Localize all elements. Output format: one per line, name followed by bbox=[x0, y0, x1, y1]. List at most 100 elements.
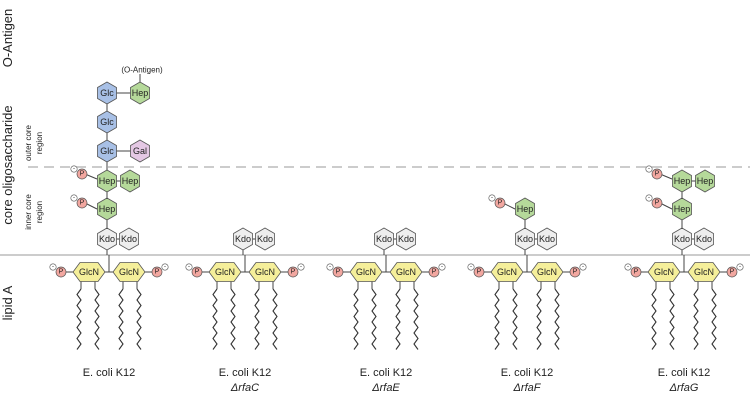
gal-sugar-label: Gal bbox=[133, 146, 147, 156]
fatty-acid-chain bbox=[512, 288, 518, 350]
phosphate-circle bbox=[651, 197, 663, 209]
glc-sugar-label: Glc bbox=[100, 88, 114, 98]
kdo-sugar-hexagon bbox=[396, 227, 416, 251]
phosphate-label: P bbox=[59, 269, 64, 276]
phosphate-circle bbox=[569, 266, 581, 278]
kdo-sugar-hexagon bbox=[694, 227, 714, 251]
fatty-acid-chain bbox=[395, 288, 401, 350]
kdo-sugar-hexagon bbox=[119, 227, 139, 251]
fatty-acid-chain bbox=[413, 288, 419, 350]
charge-circle bbox=[326, 263, 334, 271]
strain-name-0: E. coli K12 bbox=[83, 367, 136, 379]
phosphate-circle bbox=[191, 266, 203, 278]
hep-sugar-hexagon bbox=[672, 197, 692, 221]
fatty-acid-chain bbox=[272, 288, 278, 350]
fatty-acid-chain bbox=[353, 288, 359, 350]
glc-sugar-label: Glc bbox=[100, 146, 114, 156]
charge-label: - bbox=[470, 264, 472, 270]
charge-circle bbox=[49, 263, 57, 271]
kdo-sugar-hexagon bbox=[515, 227, 535, 251]
phosphate-label: P bbox=[336, 269, 341, 276]
kdo-sugar-label: Kdo bbox=[257, 234, 273, 244]
charge-circle bbox=[438, 263, 446, 271]
strain-mutation-2: ΔrfaE bbox=[371, 382, 400, 394]
glcn-sugar-hexagon bbox=[208, 262, 242, 282]
phosphate-label: P bbox=[80, 200, 85, 207]
phosphate-circle bbox=[428, 266, 440, 278]
charge-label: - bbox=[164, 264, 166, 270]
glc-sugar-hexagon bbox=[97, 110, 117, 134]
charge-circle bbox=[70, 165, 78, 173]
glc-sugar-hexagon bbox=[97, 139, 117, 163]
charge-label: - bbox=[441, 264, 443, 270]
hep-sugar-hexagon bbox=[97, 197, 117, 221]
hep-sugar-label: Hep bbox=[517, 204, 534, 214]
kdo-sugar-hexagon bbox=[537, 227, 557, 251]
glcn-sugar-label: GlcN bbox=[255, 267, 275, 277]
kdo-sugar-label: Kdo bbox=[376, 234, 392, 244]
glcn-sugar-label: GlcN bbox=[119, 267, 139, 277]
charge-circle bbox=[624, 263, 632, 271]
glc-sugar-label: Glc bbox=[100, 117, 114, 127]
charge-circle bbox=[488, 194, 496, 202]
phosphate-circle bbox=[287, 266, 299, 278]
phosphate-label: P bbox=[432, 269, 437, 276]
kdo-sugar-label: Kdo bbox=[398, 234, 414, 244]
hep-sugar-hexagon bbox=[695, 169, 715, 193]
phosphate-circle bbox=[473, 266, 485, 278]
kdo-sugar-label: Kdo bbox=[674, 234, 690, 244]
charge-label: - bbox=[648, 195, 650, 201]
lipid-a-label: lipid A bbox=[0, 285, 15, 320]
inner-core-label-1: inner core bbox=[24, 194, 33, 230]
glcn-sugar-label: GlcN bbox=[396, 267, 416, 277]
charge-circle bbox=[185, 263, 193, 271]
glcn-sugar-hexagon bbox=[490, 262, 524, 282]
charge-circle bbox=[297, 263, 305, 271]
strain-mutation-3: ΔrfaF bbox=[513, 382, 542, 394]
glcn-sugar-label: GlcN bbox=[654, 267, 674, 277]
phosphate-circle bbox=[494, 197, 506, 209]
strain-mutation-4: ΔrfaG bbox=[669, 382, 699, 394]
glcn-sugar-hexagon bbox=[248, 262, 282, 282]
hep-sugar-hexagon bbox=[672, 169, 692, 193]
kdo-sugar-hexagon bbox=[672, 227, 692, 251]
strain-name-3: E. coli K12 bbox=[501, 367, 554, 379]
phosphate-label: P bbox=[634, 269, 639, 276]
outer-core-label-1: outer core bbox=[24, 124, 33, 161]
kdo-sugar-hexagon bbox=[97, 227, 117, 251]
phosphate-circle bbox=[55, 266, 67, 278]
phosphate-circle bbox=[630, 266, 642, 278]
core-oligosaccharide-label: core oligosaccharide bbox=[0, 105, 15, 224]
charge-label: - bbox=[739, 264, 741, 270]
hep-sugar-label: Hep bbox=[122, 176, 139, 186]
inner-core-label-2: region bbox=[35, 201, 44, 223]
phosphate-label: P bbox=[195, 269, 200, 276]
glcn-sugar-hexagon bbox=[389, 262, 423, 282]
phosphate-circle bbox=[651, 168, 663, 180]
glcn-sugar-label: GlcN bbox=[497, 267, 517, 277]
kdo-sugar-label: Kdo bbox=[539, 234, 555, 244]
kdo-sugar-label: Kdo bbox=[121, 234, 137, 244]
charge-label: - bbox=[582, 264, 584, 270]
kdo-sugar-hexagon bbox=[233, 227, 253, 251]
kdo-sugar-label: Kdo bbox=[99, 234, 115, 244]
fatty-acid-chain bbox=[711, 288, 717, 350]
charge-label: - bbox=[329, 264, 331, 270]
fatty-acid-chain bbox=[76, 288, 82, 350]
hep-sugar-hexagon bbox=[130, 81, 150, 105]
fatty-acid-chain bbox=[371, 288, 377, 350]
glc-sugar-hexagon bbox=[97, 81, 117, 105]
glcn-sugar-hexagon bbox=[112, 262, 146, 282]
charge-label: - bbox=[648, 166, 650, 172]
charge-label: - bbox=[627, 264, 629, 270]
glcn-sugar-hexagon bbox=[687, 262, 721, 282]
phosphate-circle bbox=[151, 266, 163, 278]
glcn-sugar-label: GlcN bbox=[694, 267, 714, 277]
strain-name-1: E. coli K12 bbox=[219, 367, 272, 379]
charge-circle bbox=[161, 263, 169, 271]
phosphate-label: P bbox=[291, 269, 296, 276]
glcn-sugar-hexagon bbox=[349, 262, 383, 282]
fatty-acid-chain bbox=[118, 288, 124, 350]
